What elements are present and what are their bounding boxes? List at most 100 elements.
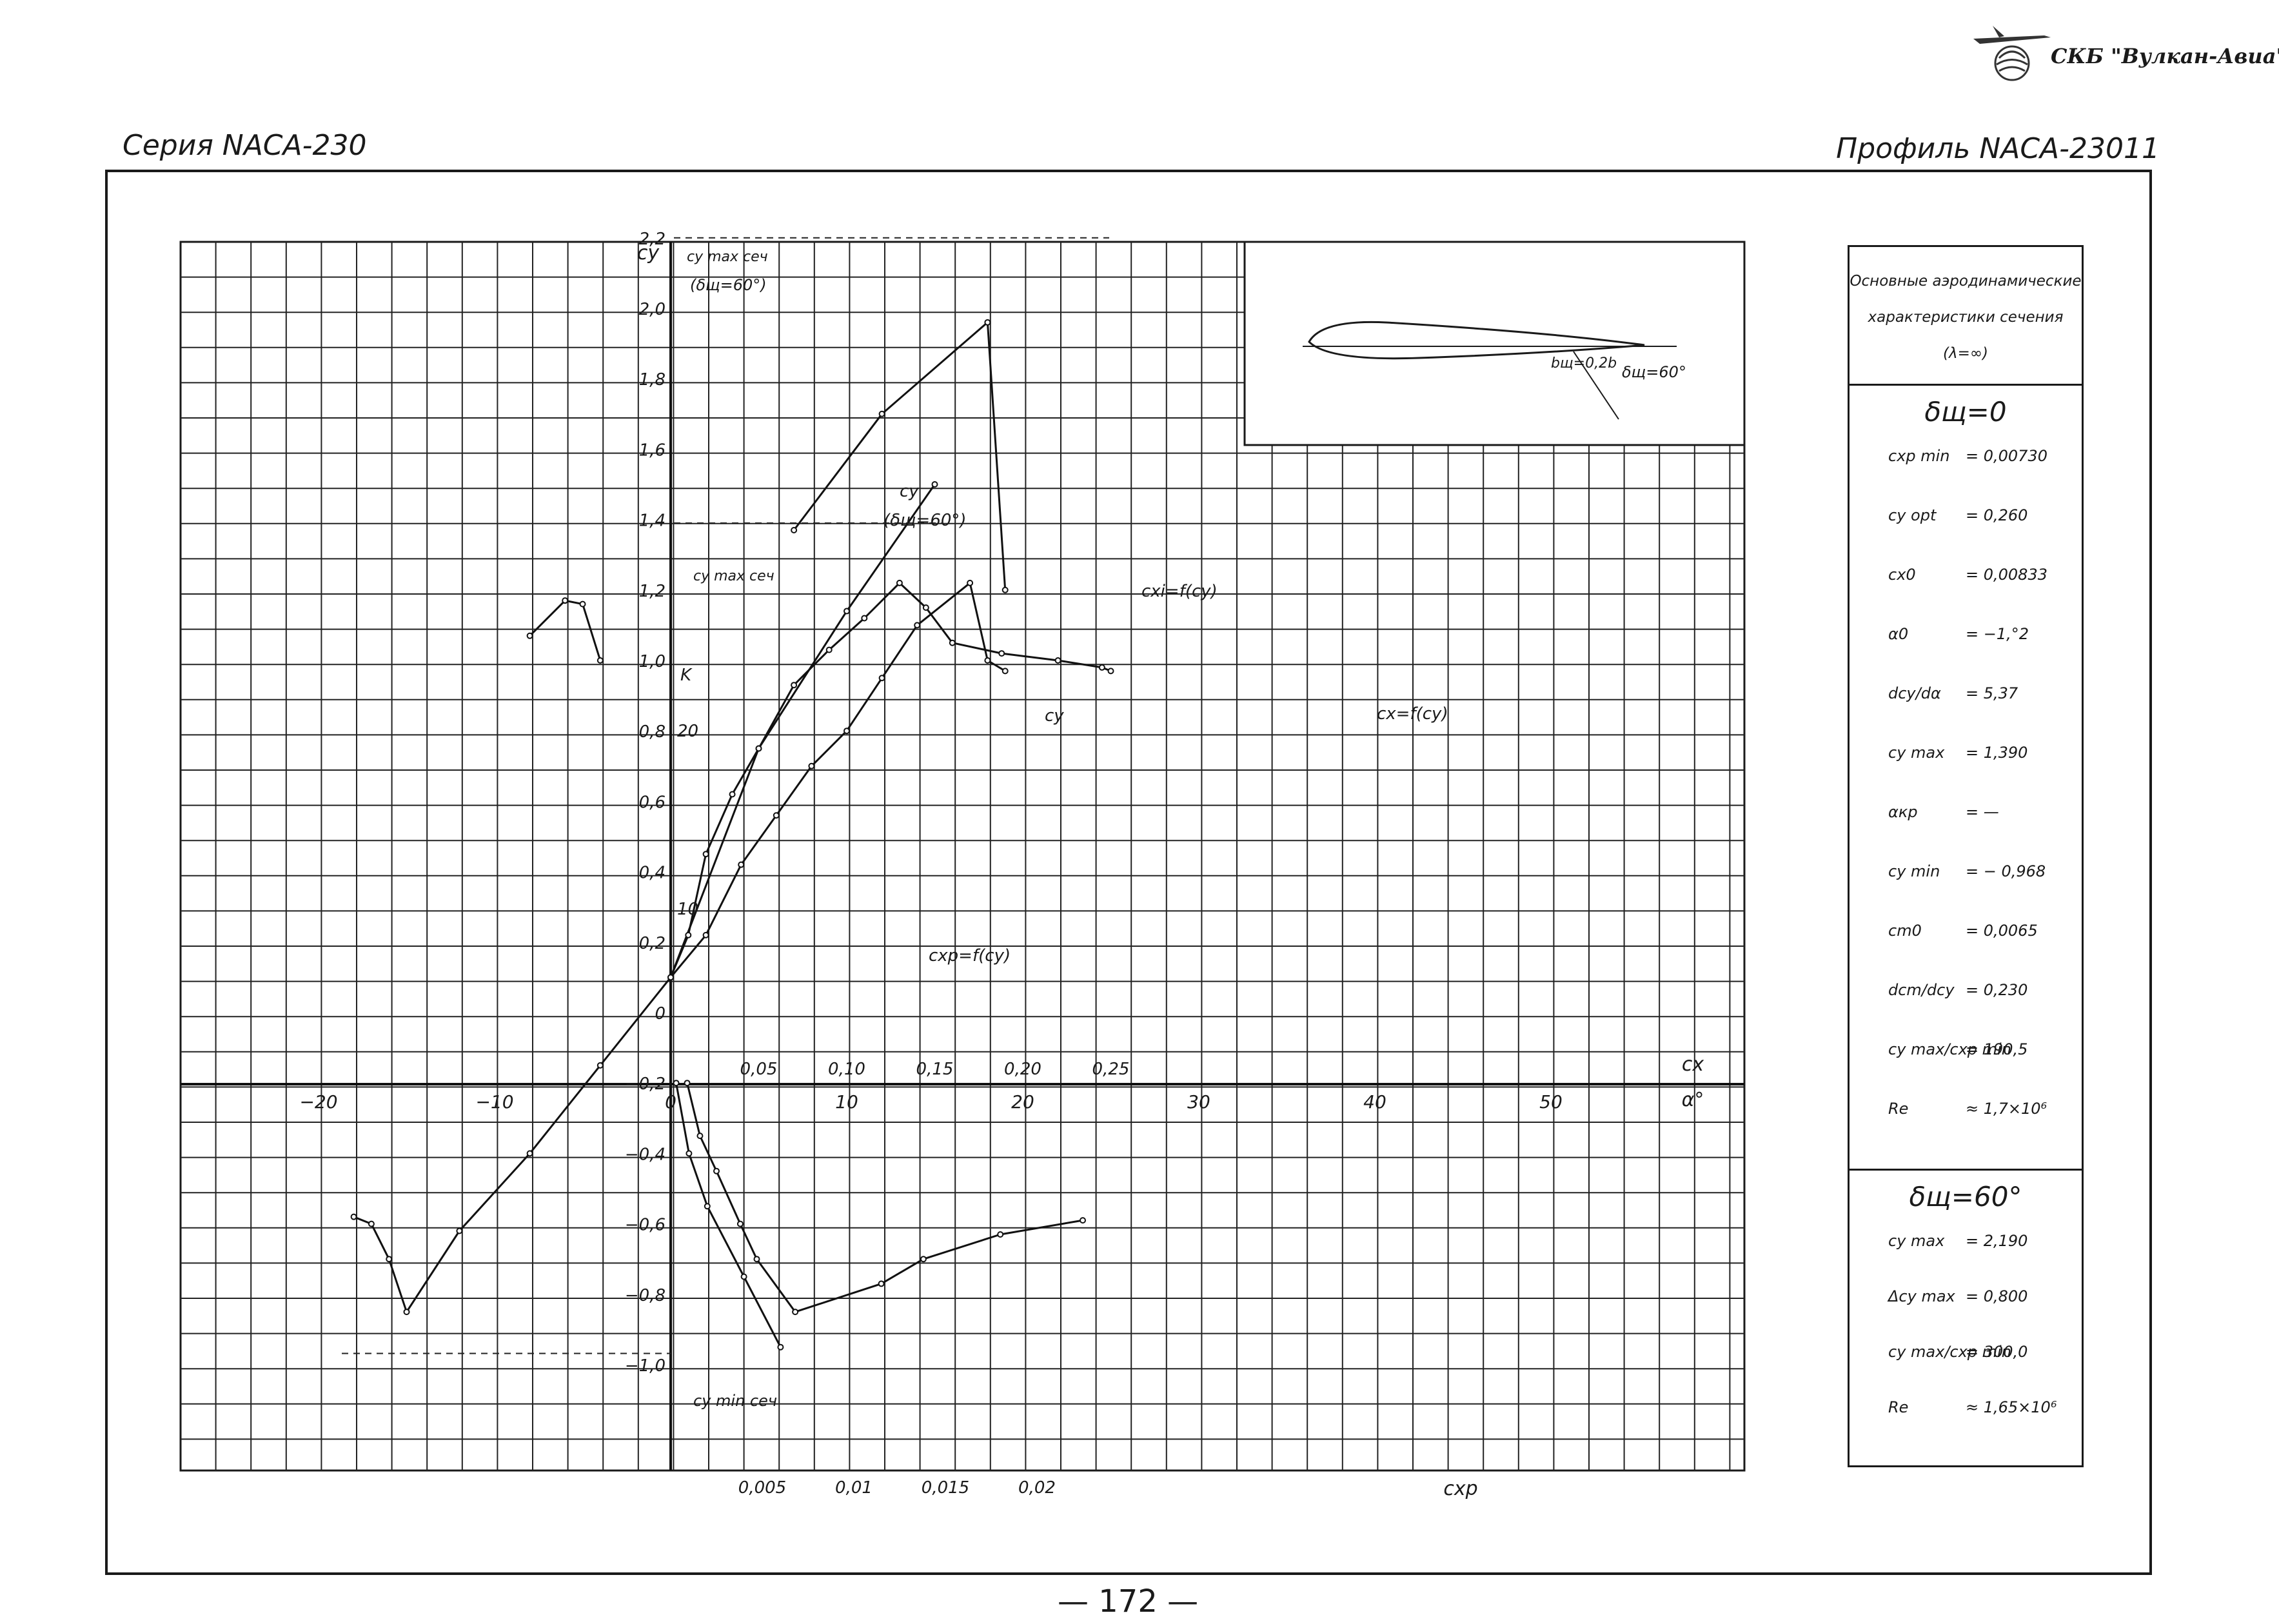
cy-tick-label: 1,4 [639,511,666,531]
annotation-cxi: cxi=f(cy) [1141,582,1218,601]
param-label: cx0 [1888,566,1916,584]
series-point [403,1309,410,1316]
series-point [526,1150,533,1157]
series-point [1098,664,1105,671]
series-point [755,745,762,752]
cy-tick-label: 0,6 [639,793,666,812]
info-title-line-3: (λ=∞) [1943,345,1988,362]
series-point [791,682,798,689]
brand-name: СКБ "Вулкан-Авиа" [2051,44,2279,68]
series-point [368,1220,375,1227]
series-point [1001,586,1009,593]
param-item: cx0 = 0,00833 [1888,566,2047,584]
series-point [696,1133,704,1140]
param-flap-label: Re [1888,1398,1909,1416]
cx-tick-label: 0,20 [1004,1060,1041,1079]
flap-line [1573,351,1619,420]
series-point [597,657,604,664]
page-number: — 172 — [1058,1583,1199,1619]
param-item: dcm/dcy = 0,230 [1888,981,2027,999]
cy-tick-label: −1,0 [625,1356,666,1376]
series-point [736,1220,744,1227]
info-title: Основные аэродинамические характеристики… [1850,247,2082,386]
series-point [997,1231,1004,1238]
cy-tick-label: 0,4 [639,864,666,883]
series-point [967,579,974,586]
alpha-tick-label: −20 [299,1091,337,1113]
series-point [729,791,736,798]
annotation-cy-60-sub: (δщ=60°) [883,511,967,530]
annotation-cymin-sec: cy min сеч [693,1392,777,1410]
series-point [984,319,991,326]
cy-tick-label: −0,4 [625,1145,666,1164]
k-tick-label: 10 [677,900,698,919]
series-curve [669,484,936,978]
series-point [773,812,780,819]
param-label: cy max [1888,744,1945,762]
annotation-flap-angle: δщ=60° [1622,363,1686,381]
series-point [920,1256,927,1263]
param-value: = — [1966,803,1999,821]
param-label: cxp min [1888,447,1950,465]
cy-tick-label: 0 [655,1004,666,1024]
annotation-k: K [680,666,693,685]
param-item: cy opt = 0,260 [1888,506,2027,524]
param-flap-item: Δcy max= 0,800 [1888,1287,2027,1305]
series-point [685,931,692,938]
alpha-tick-label: 50 [1539,1091,1563,1113]
cxp-axis-label: cxp [1443,1478,1477,1500]
series-point [1080,1217,1086,1224]
param-label: cy opt [1888,506,1937,524]
param-item: α0= −1,°2 [1888,625,2029,643]
series-point [1001,668,1009,675]
param-item: αкр = — [1888,803,1999,821]
param-value: = 1,390 [1966,744,2028,762]
cy-tick-label: 1,8 [639,370,666,390]
alpha-axis-label: α° [1682,1089,1704,1111]
param-label: αкр [1888,803,1918,821]
param-label: α0 [1888,625,1909,643]
series-point [456,1227,463,1234]
series-point [704,1203,711,1210]
brand-logo: СКБ "Вулкан-Авиа" [1967,19,2279,84]
param-value: = 0,230 [1966,981,2028,999]
series-point [667,974,674,981]
param-item: cm0= 0,0065 [1888,922,2038,940]
cx-tick-label: 0,25 [1092,1060,1130,1079]
param-flap-item: cy max/cxp min= 300,0 [1888,1343,2027,1361]
cx-tick-label: 0,15 [916,1060,954,1079]
param-value: = 0,00730 [1966,447,2047,465]
info-panel: Основные аэродинамические характеристики… [1848,245,2084,1467]
param-flap-label: cy max [1888,1232,1945,1250]
param-item: cy min = − 0,968 [1888,862,2046,880]
param-label: cy min [1888,862,1940,880]
annotation-cymax-sec-60: cy max сеч [687,249,768,265]
cx-tick-label: 0,05 [740,1060,778,1079]
param-value: = 0,00833 [1966,566,2047,584]
series-point [922,604,929,611]
profile-title: Профиль NACA-23011 [1836,132,2160,165]
param-value: ≈ 1,7×10⁶ [1966,1100,2047,1118]
series-point [702,851,709,858]
alpha-tick-label: 30 [1187,1091,1210,1113]
series-point [713,1167,720,1174]
cxp-tick-label: 0,01 [835,1478,873,1498]
annotation-cy: cy [1045,706,1064,726]
series-point [386,1256,393,1263]
cy-tick-label: 0,8 [639,722,666,742]
series-point [702,931,709,938]
param-label: dcm/dcy [1888,981,1955,999]
series-point [931,481,938,488]
series-point [526,632,533,639]
param-value: = 190,5 [1966,1040,2028,1058]
param-value: = 0,260 [1966,506,2028,524]
annotation-cxp: cxp=f(cy) [929,946,1011,965]
annotation-flap-chord: bщ=0,2b [1551,355,1617,371]
series-point [777,1343,784,1351]
param-value: = − 0,968 [1966,862,2046,880]
cy-tick-label: 1,0 [639,652,666,671]
cy-tick-label: −0,8 [625,1286,666,1305]
series-point [740,1273,747,1280]
